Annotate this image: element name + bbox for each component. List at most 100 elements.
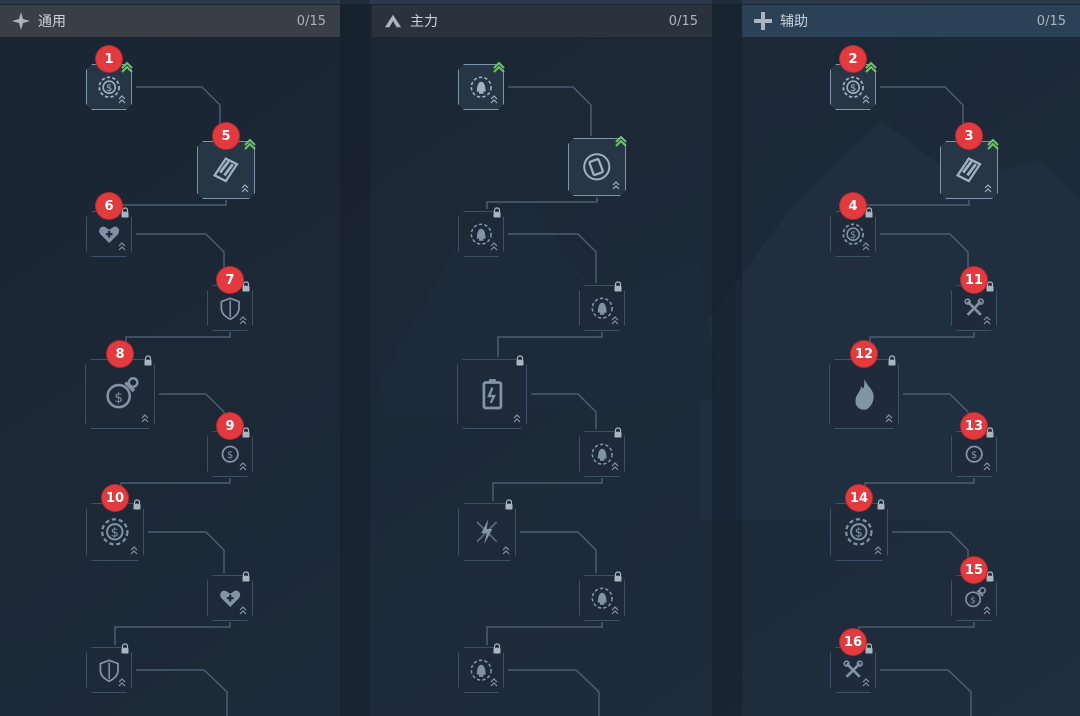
lock-icon [493,207,501,218]
skill-node[interactable] [579,575,625,621]
bell-gear-icon [468,657,494,683]
armor-plates-icon [952,153,986,187]
rank-chevrons-icon [885,414,893,423]
rank-chevrons-icon [239,316,247,325]
bell-gear-icon [589,295,615,321]
upgrade-available-icon [244,138,256,150]
lock-icon [121,207,129,218]
lock-icon [614,427,622,438]
rank-chevrons-icon [611,462,619,471]
column-header-main[interactable]: 主力 0/15 [372,5,712,37]
bell-gear-icon [468,74,494,100]
bell-gear-icon [468,221,494,247]
skill-node[interactable] [207,575,253,621]
rank-chevrons-icon [141,414,149,423]
svg-text:$: $ [850,83,856,94]
column-title: 主力 [410,14,438,30]
skill-node[interactable] [86,647,132,693]
skill-node[interactable] [568,138,626,196]
skill-node[interactable] [458,64,504,110]
rank-chevrons-icon [611,316,619,325]
lock-icon [516,355,524,366]
coin-gear-icon: $ [840,74,866,100]
rank-chevrons-icon [118,95,126,104]
column-progress-count: 0/15 [1036,13,1066,29]
rank-chevrons-icon [490,95,498,104]
skill-node[interactable] [458,647,504,693]
order-badge: 7 [217,267,243,293]
column-progress-count: 0/15 [668,13,698,29]
lock-icon [877,499,885,510]
column-header-support[interactable]: 辅助 0/15 [742,5,1080,37]
skill-link-line [486,622,603,645]
skill-node[interactable]: $ [830,64,876,110]
lock-icon [614,571,622,582]
heart-plus-icon [96,221,122,247]
order-badge: 8 [107,341,133,367]
skill-node[interactable] [829,359,899,429]
rank-chevrons-icon [983,606,991,615]
rank-chevrons-icon [502,546,510,555]
skill-link-line [497,332,603,357]
column-main: 主力 0/15 [372,0,712,716]
rank-chevrons-icon [239,606,247,615]
upgrade-available-icon [987,138,999,150]
shield-icon [96,657,122,683]
skill-node[interactable] [197,141,255,199]
coin-gear-icon: $ [842,515,876,549]
rank-chevrons-icon [612,181,620,190]
rank-chevrons-icon [862,678,870,687]
coin-gear-icon: $ [98,515,132,549]
battery-icon [472,374,513,415]
rank-chevrons-icon [862,95,870,104]
rank-chevrons-icon [490,678,498,687]
skill-link-line [903,393,969,429]
column-title: 通用 [38,14,66,30]
svg-text:$: $ [850,230,856,241]
skill-node[interactable] [830,647,876,693]
skill-node[interactable]: $ [830,503,888,561]
column-progress-count: 0/15 [296,13,326,29]
skill-node[interactable]: $ [85,359,155,429]
skill-node[interactable]: $ [830,211,876,257]
lock-icon [888,355,896,366]
lock-icon [242,281,250,292]
rank-chevrons-icon [874,546,882,555]
order-badge: 3 [956,123,982,149]
lock-icon [865,207,873,218]
upgrade-available-icon [121,61,133,73]
skill-tree-links [486,86,603,716]
four-point-star-icon [12,12,30,30]
skill-node[interactable] [940,141,998,199]
lock-icon [986,427,994,438]
skill-link-line [114,622,231,645]
skill-node[interactable] [458,503,516,561]
coin-wrench-icon: $ [961,585,987,611]
order-badge: 4 [840,193,866,219]
column-title: 辅助 [780,14,808,30]
skill-node[interactable] [579,285,625,331]
rank-chevrons-icon [490,242,498,251]
double-chevron-up-icon [384,12,402,30]
lock-icon [242,571,250,582]
skill-link-line [880,233,969,283]
lock-icon [865,643,873,654]
rank-chevrons-icon [984,184,992,193]
column-header-general[interactable]: 通用 0/15 [0,5,340,37]
order-badge: 16 [840,629,866,655]
skill-tree-links [858,86,975,716]
order-badge: 10 [102,485,128,511]
svg-text:$: $ [855,525,863,540]
rank-chevrons-icon [241,184,249,193]
skill-link-line [880,86,964,139]
bell-gear-icon [589,585,615,611]
rank-chevrons-icon [513,414,521,423]
skill-node[interactable]: $ [86,503,144,561]
skill-node[interactable] [457,359,527,429]
skill-node[interactable] [458,211,504,257]
skill-node[interactable] [579,431,625,477]
shield-icon [217,295,243,321]
lock-icon [242,427,250,438]
wrench-cross-icon [961,295,987,321]
order-badge: 6 [96,193,122,219]
